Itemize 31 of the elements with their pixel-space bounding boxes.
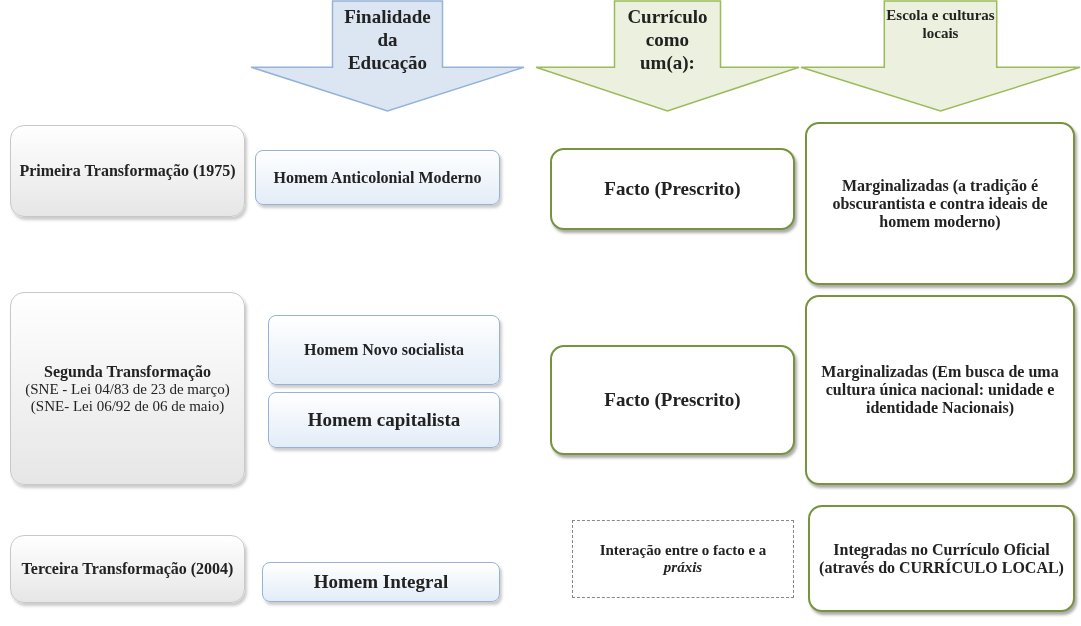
curriculum-box (572, 520, 794, 598)
box-text: Integradas no Currículo Oficial (através do CURRÍCULO LOCAL) (818, 540, 1065, 577)
box-text: Facto (Prescrito) (603, 389, 742, 411)
box-text: Segunda Transformação (43, 362, 212, 381)
row-label-box (10, 125, 245, 217)
culture-box (808, 505, 1075, 612)
box-text: Homem Anticolonial Moderno (272, 168, 483, 187)
box-text: Terceira Transformação (2004) (20, 560, 235, 578)
box-text: Interação entre o facto e a práxis (598, 542, 768, 576)
box-text: Facto (Prescrito) (603, 178, 742, 200)
law-reference: (SNE - Lei 04/83 de 23 de março) (24, 380, 231, 398)
culture-box (805, 295, 1075, 485)
column-heading: Currículo como um(a): (626, 6, 709, 75)
box-text: Homem capitalista (306, 409, 462, 431)
curriculum-box (550, 345, 795, 455)
column-heading: Escola e culturas locais (885, 6, 996, 42)
curriculum-box (550, 148, 795, 230)
law-reference: (SNE- Lei 06/92 de 06 de maio) (29, 397, 226, 415)
goal-box (255, 150, 500, 205)
goal-box (268, 392, 500, 448)
box-text: Primeira Transformação (1975) (18, 162, 237, 180)
goal-box (262, 562, 500, 602)
box-text: Homem Novo socialista (303, 341, 465, 359)
box-text: Marginalizadas (Em busca de uma cultura única nacional: unidade e identidade Nacionais) (820, 363, 1060, 417)
box-text: Marginalizadas (a tradição é obscurantista e contra ideais de homem moderno) (831, 176, 1049, 231)
goal-box (268, 315, 500, 385)
row-label-box (10, 535, 245, 603)
row-label-box (10, 292, 245, 485)
culture-box (805, 122, 1075, 285)
column-heading: Finalidade da Educação (343, 6, 432, 75)
box-text: Homem Integral (312, 571, 450, 593)
